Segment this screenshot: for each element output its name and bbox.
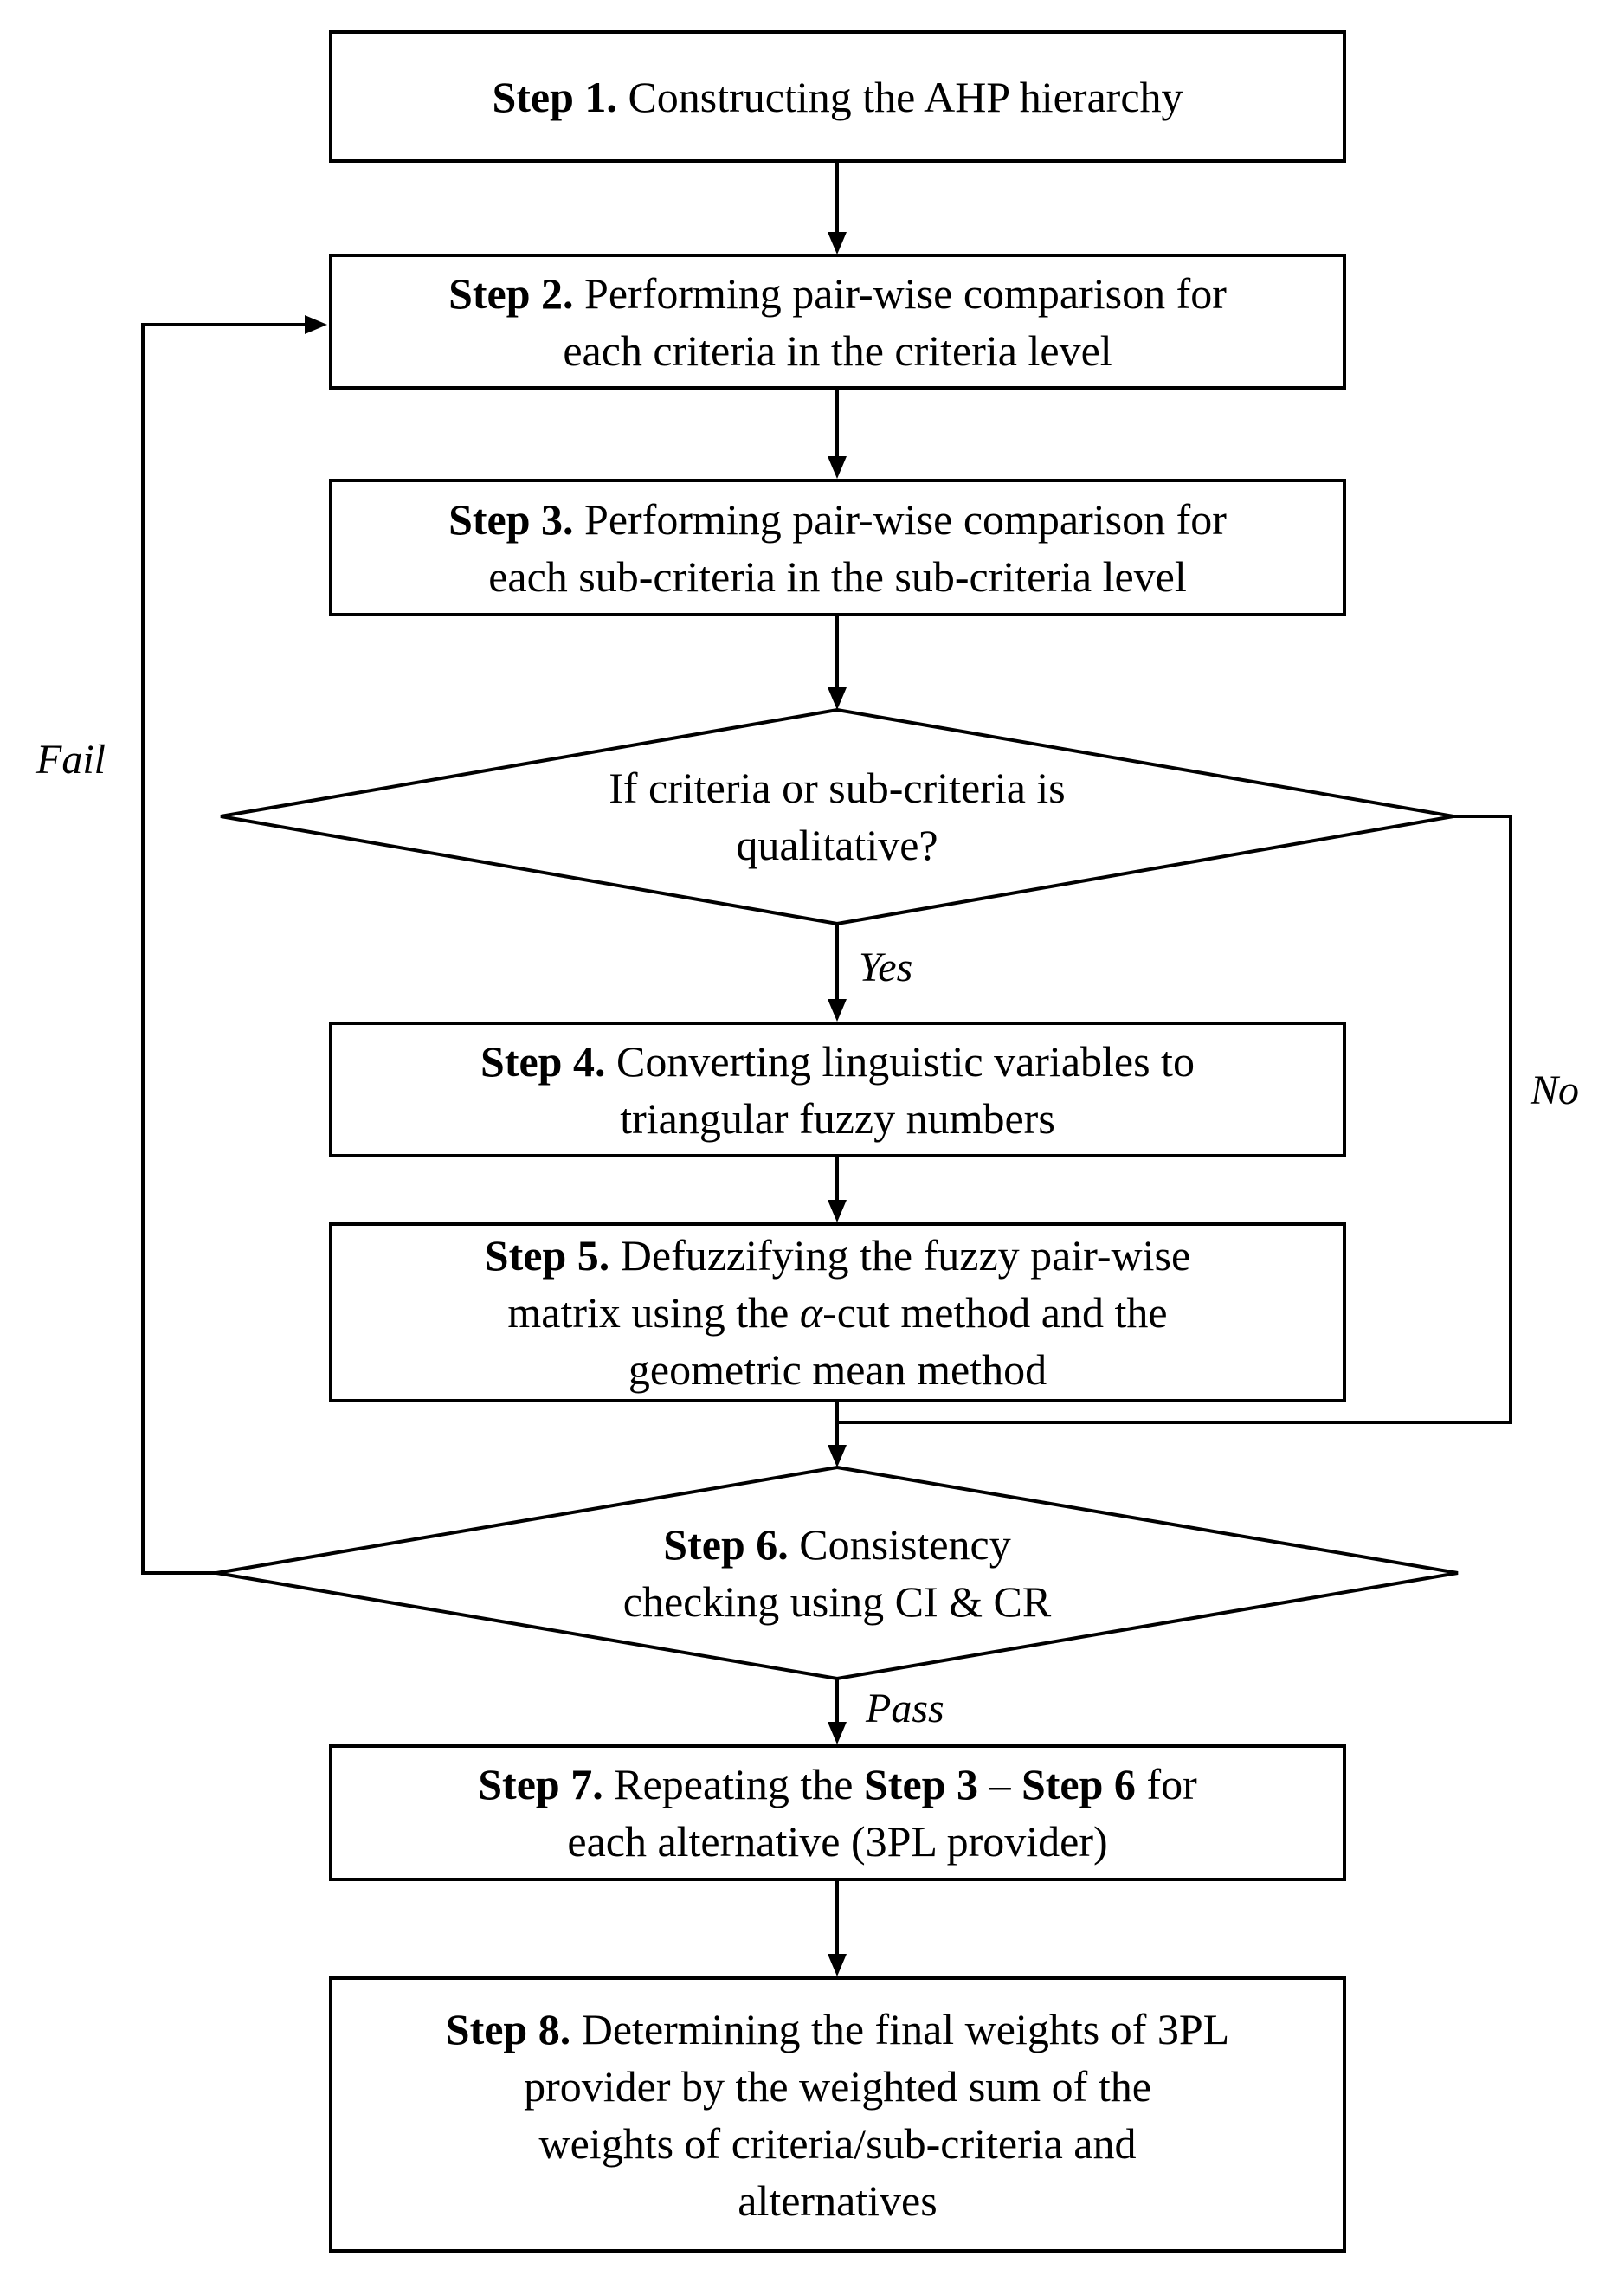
edge-step7-step8: [828, 1881, 847, 1976]
edge-step2-step3: [828, 390, 847, 479]
text-line: triangular fuzzy numbers: [620, 1093, 1055, 1143]
text-line: matrix using the α-cut method and the: [507, 1288, 1168, 1337]
arrowhead-down-icon: [828, 1200, 847, 1222]
text-line: weights of criteria/sub-criteria and: [538, 2118, 1137, 2168]
arrowhead-down-icon: [828, 1445, 847, 1467]
edge-fail-path: [141, 315, 327, 1575]
text-line: Step 3. Performing pair-wise comparison …: [448, 494, 1227, 544]
text-line: Step 7. Repeating the Step 3 – Step 6 fo…: [478, 1760, 1197, 1808]
arrowhead-down-icon: [828, 1954, 847, 1976]
node-step3: Step 3. Performing pair-wise comparison …: [329, 479, 1346, 616]
edge-decision1-step4-yes: [828, 924, 847, 1022]
edge-step4-step5: [828, 1157, 847, 1222]
edge-step1-step2: [828, 163, 847, 255]
text-line: provider by the weighted sum of the: [524, 2061, 1151, 2111]
arrowhead-down-icon: [828, 456, 847, 479]
edge-step3-decision1: [828, 616, 847, 710]
node-step4: Step 4. Converting linguistic variables …: [329, 1022, 1346, 1157]
arrowhead-down-icon: [828, 999, 847, 1022]
edge-label-yes: Yes: [859, 944, 913, 990]
text-line: each alternative (3PL provider): [567, 1817, 1108, 1866]
text-line: Step 4. Converting linguistic variables …: [480, 1036, 1195, 1086]
text-line: Step 5. Defuzzifying the fuzzy pair-wise: [484, 1231, 1191, 1280]
text-line: each sub-criteria in the sub-criteria le…: [488, 551, 1187, 601]
decision-diamond-consistency: [216, 1465, 1459, 1681]
arrowhead-down-icon: [828, 232, 847, 255]
node-step7: Step 7. Repeating the Step 3 – Step 6 fo…: [329, 1744, 1346, 1881]
text-line: alternatives: [738, 2176, 938, 2225]
edge-label-fail: Fail: [36, 737, 106, 783]
text-line: each criteria in the criteria level: [563, 326, 1112, 375]
decision-diamond-qualitative: [220, 707, 1454, 926]
text-line: Step 2. Performing pair-wise comparison …: [448, 268, 1227, 318]
edge-step5-decision2: [828, 1402, 847, 1467]
node-step1: Step 1. Constructing the AHP hierarchy: [329, 30, 1346, 163]
edge-decision2-step7-pass: [828, 1679, 847, 1744]
text-line: geometric mean method: [628, 1345, 1047, 1394]
text-line: Step 1. Constructing the AHP hierarchy: [492, 72, 1183, 121]
node-step8: Step 8. Determining the final weights of…: [329, 1976, 1346, 2253]
edge-label-pass: Pass: [866, 1686, 944, 1731]
node-step5: Step 5. Defuzzifying the fuzzy pair-wise…: [329, 1222, 1346, 1402]
edge-label-no: No: [1531, 1067, 1580, 1113]
arrowhead-down-icon: [828, 687, 847, 710]
arrowhead-right-icon: [305, 315, 327, 334]
edge-no-path: [837, 815, 1512, 1424]
node-step2: Step 2. Performing pair-wise comparison …: [329, 254, 1346, 390]
text-line: Step 8. Determining the final weights of…: [445, 2004, 1230, 2053]
arrowhead-down-icon: [828, 1722, 847, 1744]
